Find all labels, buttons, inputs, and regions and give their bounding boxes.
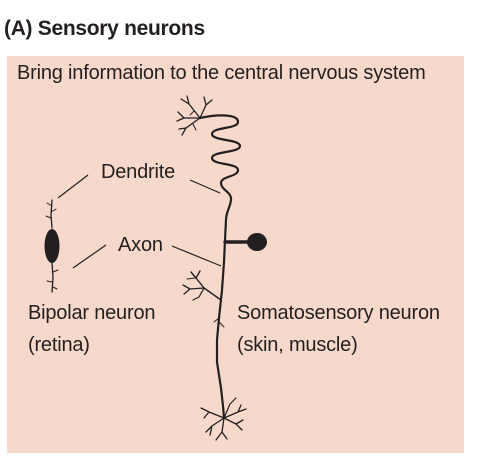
somatosensory-neuron-icon bbox=[176, 95, 267, 441]
label-leader-lines bbox=[57, 174, 222, 269]
diagram-panel bbox=[7, 56, 464, 453]
bipolar-neuron-icon bbox=[44, 199, 60, 293]
dendrite-leader-bipolar bbox=[57, 174, 89, 199]
axon-leader-bipolar bbox=[72, 244, 107, 269]
dendrite-leader-somatosensory bbox=[189, 179, 221, 194]
panel-subtitle: Bring information to the central nervous… bbox=[17, 62, 426, 84]
bipolar-neuron-location: (retina) bbox=[28, 334, 90, 356]
axon-label: Axon bbox=[118, 234, 163, 256]
axon-leader-somatosensory bbox=[171, 245, 222, 267]
figure-title: (A) Sensory neurons bbox=[4, 17, 205, 40]
somatosensory-neuron-location: (skin, muscle) bbox=[237, 334, 358, 356]
somatosensory-neuron-label: Somatosensory neuron bbox=[237, 302, 440, 324]
dendrite-label: Dendrite bbox=[101, 161, 175, 183]
bipolar-neuron-label: Bipolar neuron bbox=[28, 302, 156, 324]
